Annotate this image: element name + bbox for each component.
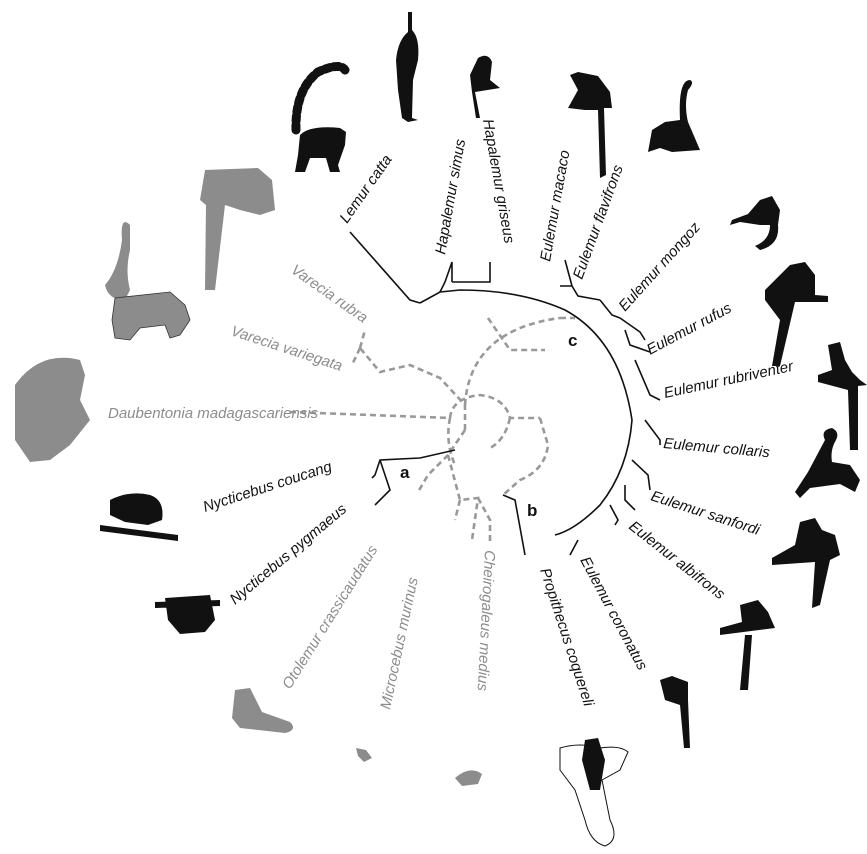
eulemur-mongoz-silhouette — [730, 196, 780, 250]
propithecus-coquereli-silhouette — [560, 738, 628, 846]
taxon-label-hapalemur-griseus: Hapalemur griseus — [479, 118, 518, 245]
hapalemur-griseus-silhouette — [470, 56, 500, 118]
taxon-label-eulemur-coronatus: Eulemur coronatus — [576, 554, 650, 674]
taxon-label-propithecus-coquereli: Propithecus coquereli — [536, 566, 597, 709]
taxon-label-varecia-variegata: Varecia variegata — [229, 323, 345, 375]
animal-silhouettes — [15, 12, 867, 846]
varecia-rubra-silhouette — [200, 168, 275, 290]
solid-branch-propithecus — [503, 495, 525, 555]
taxon-label-lemur-catta: Lemur catta — [336, 152, 395, 227]
node-label-c: c — [568, 331, 577, 350]
taxon-label-hapalemur-simus: Hapalemur simus — [432, 137, 469, 255]
solid-branch-nycticebus — [372, 450, 455, 505]
dashed-branch-strepsirrhini — [448, 418, 548, 495]
taxon-label-varecia-rubra: Varecia rubra — [288, 261, 371, 326]
ring-tailed-lemur-silhouette — [295, 66, 346, 172]
dashed-branch-daubentonia — [290, 395, 540, 448]
dashed-branch-backbone-upper — [465, 318, 575, 405]
taxon-label-eulemur-mongoz: Eulemur mongoz — [615, 219, 704, 315]
taxon-label-nycticebus-coucang: Nycticebus coucang — [201, 458, 335, 516]
taxon-label-otolemur-crassicaudatus: Otolemur crassicaudatus — [279, 542, 382, 692]
eulemur-coronatus-silhouette — [660, 676, 690, 748]
cheirogaleus-silhouette — [455, 770, 482, 786]
nycticebus-pygmaeus-silhouette — [155, 595, 220, 634]
eulemur-sanfordi-silhouette — [772, 518, 840, 608]
otolemur-silhouette — [232, 688, 293, 733]
varecia-variegata-silhouette — [105, 222, 190, 340]
daubentonia-silhouette — [15, 358, 90, 462]
microcebus-silhouette — [356, 748, 372, 762]
taxon-label-microcebus-murinus: Microcebus murinus — [377, 576, 422, 711]
eulemur-rufus-silhouette — [765, 262, 828, 366]
tree-branches — [290, 232, 660, 555]
taxon-label-eulemur-albifrons: Eulemur albifrons — [626, 518, 729, 604]
taxon-label-eulemur-rufus: Eulemur rufus — [644, 299, 735, 358]
taxon-label-eulemur-macaco: Eulemur macaco — [537, 149, 573, 263]
taxon-label-eulemur-collaris: Eulemur collaris — [663, 435, 771, 461]
eulemur-flavifrons-silhouette — [648, 80, 700, 152]
hapalemur-simus-silhouette — [396, 12, 418, 122]
eulemur-albifrons-silhouette — [720, 600, 775, 690]
node-label-a: a — [400, 463, 410, 482]
taxon-label-eulemur-sanfordi: Eulemur sanfordi — [649, 488, 763, 539]
eulemur-macaco-silhouette — [568, 72, 612, 178]
dashed-branch-lower — [418, 430, 490, 545]
taxon-label-eulemur-flavifrons: Eulemur flavifrons — [570, 162, 627, 281]
solid-branch-lemur-hapalemur — [350, 232, 490, 303]
taxon-label-daubentonia-madagascariensis: Daubentonia madagascariensis — [108, 405, 319, 422]
solid-branch-eulemur — [560, 260, 660, 555]
nycticebus-coucang-silhouette — [100, 493, 178, 541]
taxon-label-nycticebus-pygmaeus: Nycticebus pygmaeus — [227, 500, 351, 608]
dashed-branch-varecia — [352, 330, 465, 430]
node-label-b: b — [527, 501, 537, 520]
taxon-label-cheirogaleus-medius: Cheirogaleus medius — [474, 550, 498, 692]
